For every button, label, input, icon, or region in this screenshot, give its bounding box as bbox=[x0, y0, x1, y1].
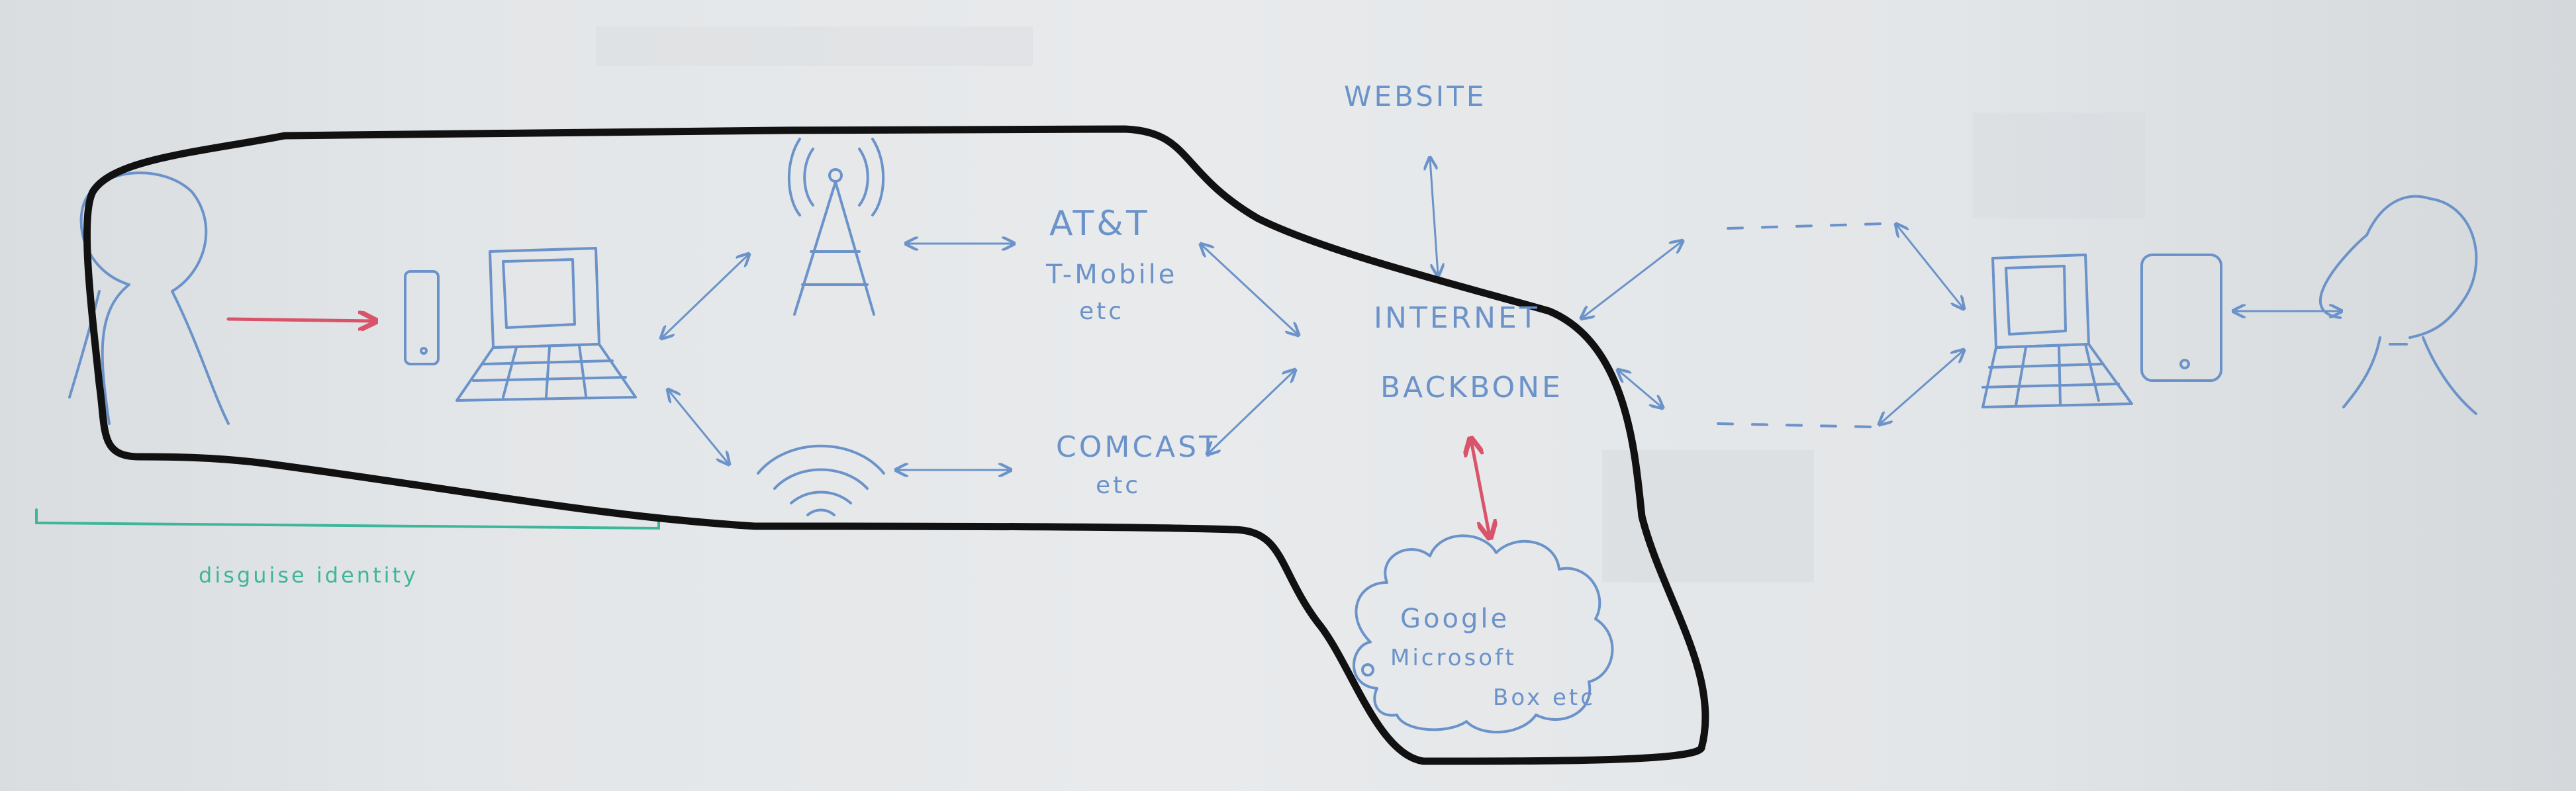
wifi-icon bbox=[757, 444, 885, 516]
black-outline-boundary bbox=[83, 125, 1709, 765]
label-backbone: BACKBONE bbox=[1380, 371, 1563, 404]
laptop-left-icon bbox=[455, 247, 637, 402]
label-carriers-etc: etc bbox=[1079, 298, 1124, 325]
label-comcast: COMCAST bbox=[1056, 430, 1219, 464]
label-box-etc: Box etc bbox=[1493, 684, 1596, 711]
red-arrow-backbone-to-cloud bbox=[1471, 440, 1490, 536]
label-google: Google bbox=[1400, 604, 1509, 634]
cell-tower-icon bbox=[787, 138, 885, 316]
dashed-routes bbox=[1717, 222, 1885, 428]
disguise-identity-bracket bbox=[35, 508, 660, 530]
label-internet: INTERNET bbox=[1374, 301, 1540, 335]
blue-arrows bbox=[662, 159, 2340, 470]
phone-left-icon bbox=[404, 270, 440, 365]
label-disguise-identity: disguise identity bbox=[199, 563, 418, 588]
label-att: AT&T bbox=[1049, 204, 1150, 244]
label-tmobile: T-Mobile bbox=[1045, 259, 1177, 290]
cloud-icon bbox=[1353, 534, 1614, 733]
phone-right-icon bbox=[2140, 254, 2222, 382]
label-website: WEBSITE bbox=[1344, 80, 1486, 113]
label-microsoft: Microsoft bbox=[1390, 645, 1517, 671]
red-arrow-person-to-phone bbox=[226, 319, 374, 321]
person-right-icon bbox=[2319, 195, 2478, 415]
laptop-right-icon bbox=[1981, 254, 2133, 408]
person-left-icon bbox=[68, 171, 230, 425]
label-comcast-etc: etc bbox=[1096, 472, 1141, 499]
